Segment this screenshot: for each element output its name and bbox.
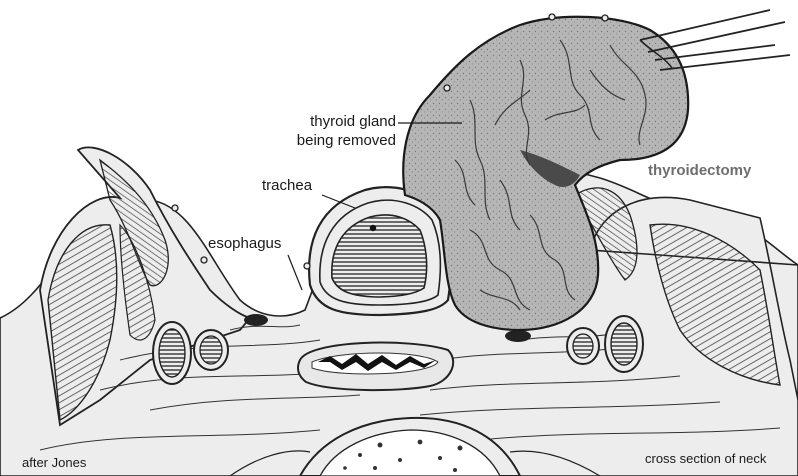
label-esophagus: esophagus [208,234,281,253]
label-caption: cross section of neck [645,449,766,468]
label-thyroid-gland: thyroid gland being removed [289,112,396,150]
label-thyroid-line2: being removed [289,131,396,150]
label-trachea: trachea [262,176,312,195]
label-credit: after Jones [22,453,86,472]
right-recurrent-nerve [505,330,531,342]
left-recurrent-nerve [244,314,268,326]
label-procedure: thyroidectomy [648,161,751,180]
label-thyroid-line1: thyroid gland [289,112,396,131]
